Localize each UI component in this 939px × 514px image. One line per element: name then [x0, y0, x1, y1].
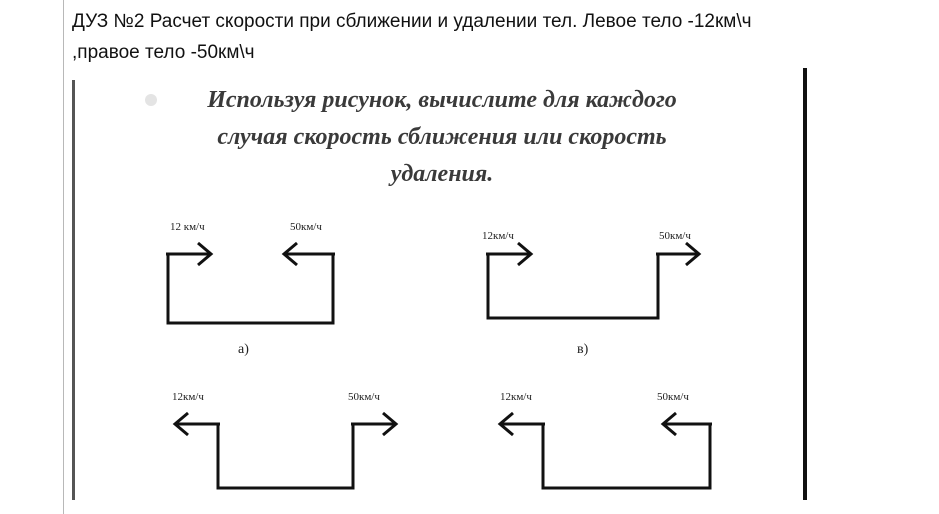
diagram-d-path: [541, 423, 712, 490]
diagram-d-right-arrow-icon: [660, 411, 677, 437]
diagram-v-path: [486, 253, 660, 320]
diagram-c-right-arrow-icon: [382, 411, 399, 437]
diagram-a: 12 км/ч 50км/ч а): [166, 221, 335, 357]
diagram-v-left-arrow-icon: [517, 241, 534, 267]
diagram-d-left-arrow-icon: [497, 411, 514, 437]
diagram-c-left-arrow-icon: [172, 411, 189, 437]
diagram-a-left-speed: 12 км/ч: [170, 221, 205, 233]
page-left-rule: [63, 0, 64, 514]
diagram-c-right-speed: 50км/ч: [348, 391, 380, 403]
heading-line-2: ,правое тело -50км\ч: [72, 42, 255, 63]
diagram-v-right-arrow-icon: [685, 241, 702, 267]
task-text: Используя рисунок, вычислите для каждого…: [162, 82, 722, 193]
figure-right-border: [803, 68, 807, 500]
diagram-d-right-speed: 50км/ч: [657, 391, 689, 403]
diagram-a-right-speed: 50км/ч: [290, 221, 322, 233]
diagram-v: 12км/ч 50км/ч в): [482, 230, 702, 357]
task-figure: Используя рисунок, вычислите для каждого…: [72, 68, 807, 500]
motion-diagrams: 12 км/ч 50км/ч а) 12км/ч 50км/ч в) 12км/…: [166, 221, 712, 490]
diagram-c-left-speed: 12км/ч: [172, 391, 204, 403]
diagram-c-path: [216, 423, 355, 490]
diagram-a-right-arrow-icon: [281, 241, 298, 267]
task-line-1: Используя рисунок, вычислите для каждого: [207, 87, 677, 113]
diagram-a-case-label: а): [238, 342, 249, 357]
diagram-v-right-speed: 50км/ч: [659, 230, 691, 242]
figure-left-border: [72, 80, 75, 500]
diagram-v-case-label: в): [577, 342, 589, 357]
diagram-d-left-speed: 12км/ч: [500, 391, 532, 403]
diagram-d: 12км/ч 50км/ч: [497, 391, 712, 490]
diagram-a-path: [166, 253, 335, 325]
task-line-3: удаления.: [390, 161, 494, 187]
diagram-a-left-arrow-icon: [197, 241, 214, 267]
faded-bullet: [145, 94, 157, 106]
diagram-c: 12км/ч 50км/ч: [172, 391, 399, 490]
assignment-heading: ДУЗ №2 Расчет скорости при сближении и у…: [72, 6, 932, 68]
task-line-2: случая скорость сближения или скорость: [217, 124, 667, 150]
heading-line-1: ДУЗ №2 Расчет скорости при сближении и у…: [72, 11, 752, 32]
diagram-v-left-speed: 12км/ч: [482, 230, 514, 242]
